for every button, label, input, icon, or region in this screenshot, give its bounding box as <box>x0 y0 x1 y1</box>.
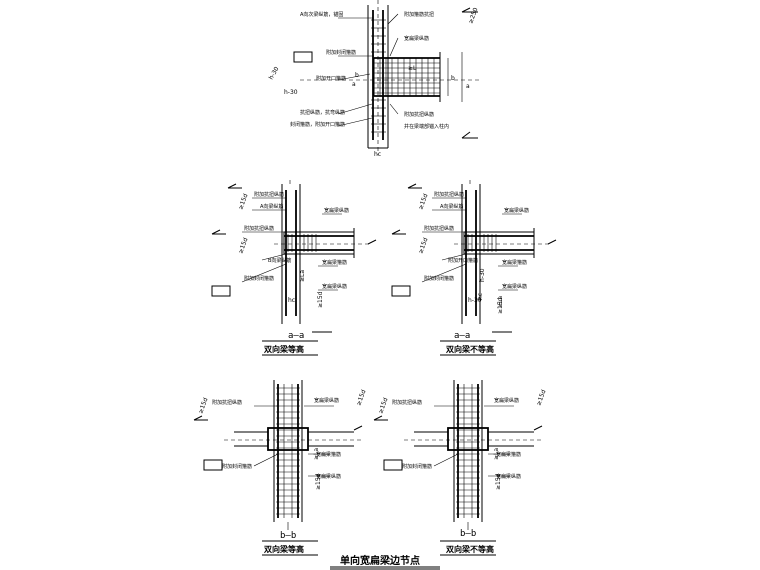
secb2-dim-2: ≥La <box>493 448 500 460</box>
sec2-dim-6: ≥15d <box>497 297 504 314</box>
section-captions: a—a 双向梁等高 a—a 双向梁不等高 b—b 双向梁等高 b—b 双向梁不等… <box>262 331 496 556</box>
secb1-dim-0: ≥15d <box>197 397 209 415</box>
sec2-label-4: 附加封闭箍筋 <box>424 275 454 282</box>
top-dim-8: hc <box>374 151 381 158</box>
section-label-3: b—b <box>280 531 296 541</box>
sec2-dim-1: ≥15d <box>417 237 429 255</box>
section-caption-4: 双向梁不等高 <box>446 544 494 554</box>
sections-layer: 附加抗扭纵筋A向梁纵筋附加抗扭纵筋B向梁纵筋附加封闭箍筋宽扁梁纵筋宽扁梁箍筋宽扁… <box>193 180 557 530</box>
sec2-dim-5: hc <box>477 293 484 300</box>
sec1-dim-4: ≥15d <box>317 291 324 308</box>
secb2-label-2: 附加封闭箍筋 <box>402 463 432 470</box>
secb1-dim-2: ≥La <box>313 448 320 460</box>
secb2-label-1: 宽扁梁纵筋 <box>494 397 519 404</box>
secb1-dim-1: ≥15d <box>355 389 367 407</box>
section-label-4: b—b <box>460 529 476 539</box>
sec2-dim-2: h-30 <box>479 268 486 282</box>
sec2-dim-0: ≥15d <box>417 193 429 211</box>
drawing-title-block: 单向宽扁梁边节点 <box>330 554 440 570</box>
top-dim-4: h-30 <box>268 66 281 81</box>
secb1-label-0: 附加抗扭纵筋 <box>212 399 242 406</box>
sec1-dim-1: ≥15d <box>237 237 249 255</box>
sec1-label-2: 附加抗扭纵筋 <box>244 225 274 232</box>
section-aa-2: 附加抗扭纵筋A向梁纵筋附加抗扭纵筋附加开口箍筋附加封闭箍筋宽扁梁纵筋宽扁梁箍筋宽… <box>391 180 557 333</box>
sec2-label-2: 附加抗扭纵筋 <box>424 225 454 232</box>
top-label-5: 抗扭纵筋，抗弯纵筋 <box>300 109 345 116</box>
top-label-8: 并在梁端部锚入柱内 <box>404 123 449 130</box>
section-caption-1: 双向梁等高 <box>264 344 304 354</box>
top-dim-0: ≥250 <box>467 7 479 25</box>
sec1-label-6: 宽扁梁箍筋 <box>322 259 347 266</box>
secb1-label-3: 宽扁梁箍筋 <box>316 451 341 458</box>
sec2-label-5: 宽扁梁纵筋 <box>504 207 529 214</box>
secb1-label-1: 宽扁梁纵筋 <box>314 397 339 404</box>
top-dim-1: ≥L <box>408 65 417 72</box>
secb2-label-3: 宽扁梁箍筋 <box>496 451 521 458</box>
sec1-dim-3: hc <box>288 297 295 304</box>
sec2-label-7: 宽扁梁纵筋 <box>502 283 527 290</box>
sec2-label-6: 宽扁梁箍筋 <box>502 259 527 266</box>
sec1-label-7: 宽扁梁纵筋 <box>322 283 347 290</box>
top-label-6: 附加抗扭纵筋 <box>404 111 434 118</box>
wide-beam-grid <box>300 0 480 155</box>
secb1-dim-3: ≥15d <box>315 473 322 490</box>
drawing-title: 单向宽扁梁边节点 <box>340 554 420 567</box>
section-bb-1: 附加抗扭纵筋宽扁梁纵筋附加封闭箍筋宽扁梁箍筋宽扁梁纵筋≥15d≥15d≥La≥1… <box>193 380 368 530</box>
secb1-label-2: 附加封闭箍筋 <box>222 463 252 470</box>
section-label-2: a—a <box>454 331 470 341</box>
top-dim-6: a <box>352 81 356 88</box>
sec1-label-3: B向梁纵筋 <box>268 257 291 264</box>
section-aa-1: 附加抗扭纵筋A向梁纵筋附加抗扭纵筋B向梁纵筋附加封闭箍筋宽扁梁纵筋宽扁梁箍筋宽扁… <box>211 180 377 333</box>
section-caption-2: 双向梁不等高 <box>446 344 494 354</box>
sec2-dim-3: h-30 <box>468 297 482 304</box>
secb2-dim-0: ≥15d <box>377 397 389 415</box>
top-label-2: 宽扁梁纵筋 <box>404 35 429 42</box>
sec2-label-3: 附加开口箍筋 <box>448 257 478 264</box>
column-ties <box>371 10 386 140</box>
sec1-label-1: A向梁纵筋 <box>260 203 283 210</box>
secb1-label-4: 宽扁梁纵筋 <box>316 473 341 480</box>
section-bb-2: 附加抗扭纵筋宽扁梁纵筋附加封闭箍筋宽扁梁箍筋宽扁梁纵筋≥15d≥15d≥La≥1… <box>373 380 548 530</box>
sec2-label-0: 附加抗扭纵筋 <box>434 191 464 198</box>
sec1-dim-2: ≥La <box>299 270 306 282</box>
top-plan-detail: A向次梁纵筋，锚固 附加箍筋抗扭 宽扁梁纵筋 附加封闭箍筋 附加开口箍筋 抗扭纵… <box>268 0 480 158</box>
secb2-dim-3: ≥15d <box>495 473 502 490</box>
top-label-4: 附加开口箍筋 <box>316 75 346 82</box>
top-label-1: 附加箍筋抗扭 <box>404 11 434 18</box>
sec2-dim-4: ≥La <box>497 296 504 308</box>
section-label-1: a—a <box>288 331 304 341</box>
top-leaders: A向次梁纵筋，锚固 附加箍筋抗扭 宽扁梁纵筋 附加封闭箍筋 附加开口箍筋 抗扭纵… <box>290 11 449 130</box>
sec2-label-1: A向梁纵筋 <box>440 203 463 210</box>
sec1-label-5: 宽扁梁纵筋 <box>324 207 349 214</box>
secb2-dim-1: ≥15d <box>535 389 547 407</box>
top-dim-7: b <box>355 72 359 79</box>
top-label-7: 封闭箍筋，附加开口箍筋 <box>290 121 345 128</box>
top-label-0: A向次梁纵筋，锚固 <box>300 11 343 18</box>
top-dim-5: h-30 <box>284 89 298 96</box>
secb2-label-0: 附加抗扭纵筋 <box>392 399 422 406</box>
top-label-3: 附加封闭箍筋 <box>326 49 356 56</box>
top-dim-2: b <box>451 75 455 82</box>
section-caption-3: 双向梁等高 <box>264 544 304 554</box>
sec1-label-0: 附加抗扭纵筋 <box>254 191 284 198</box>
sec1-dim-0: ≥15d <box>237 193 249 211</box>
secb2-label-4: 宽扁梁纵筋 <box>496 473 521 480</box>
top-dim-3: a <box>466 83 470 90</box>
sec1-label-4: 附加封闭箍筋 <box>244 275 274 282</box>
